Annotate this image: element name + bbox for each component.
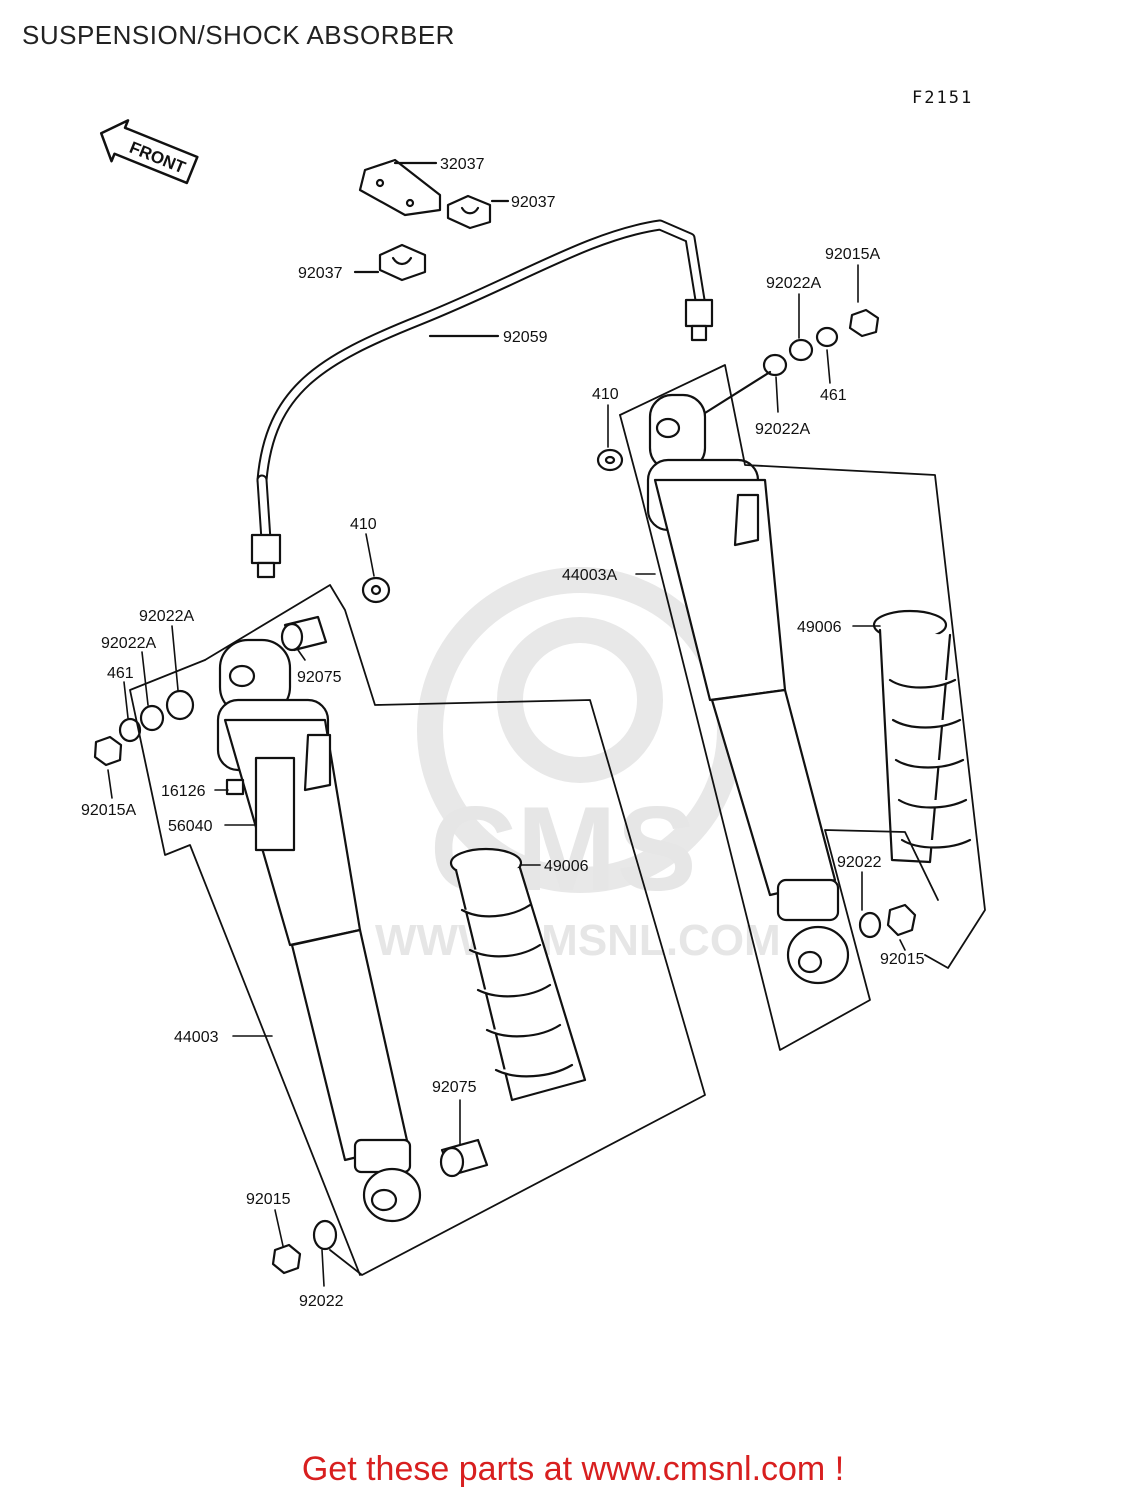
label-410-right: 410 xyxy=(592,386,619,403)
washers-nut-left-top xyxy=(93,689,195,767)
bushing-92075-bottom xyxy=(439,1138,489,1178)
label-44003: 44003 xyxy=(174,1029,219,1046)
shock-absorber-44003 xyxy=(216,638,422,1223)
label-32037: 32037 xyxy=(440,156,485,173)
label-92075-bottom: 92075 xyxy=(432,1079,477,1096)
exploded-parts-diagram: CMS WWW.CMSNL.COM FRONT xyxy=(81,119,986,1310)
label-461-right: 461 xyxy=(820,387,847,404)
figure-code: F2151 xyxy=(912,88,974,108)
washers-nut-right-bottom xyxy=(858,903,917,939)
label-92022A-left-1: 92022A xyxy=(139,608,194,625)
label-92022A-right-1: 92022A xyxy=(766,275,821,292)
washer-410-left xyxy=(361,576,391,604)
clamp-92037-lower xyxy=(378,243,427,282)
label-92022A-left-2: 92022A xyxy=(101,635,156,652)
frame-lines-right xyxy=(619,364,986,1051)
label-461-left: 461 xyxy=(107,665,134,682)
frame-lines-left xyxy=(129,584,706,1276)
label-92059: 92059 xyxy=(503,329,548,346)
screw-16126 xyxy=(225,778,245,796)
label-49006-right: 49006 xyxy=(797,619,842,636)
label-56040: 56040 xyxy=(168,818,213,835)
watermark-url: WWW.CMSNL.COM xyxy=(375,916,781,965)
bracket-32037 xyxy=(358,158,442,217)
shock-absorber-44003A xyxy=(646,393,850,985)
label-92037-upper: 92037 xyxy=(511,194,556,211)
spring-boot-49006-right xyxy=(872,609,972,864)
label-92022-right: 92022 xyxy=(837,854,882,871)
label-92015A-left: 92015A xyxy=(81,802,136,819)
label-92075-top: 92075 xyxy=(297,669,342,686)
reservoir-hose-92059 xyxy=(250,219,714,579)
label-410-left: 410 xyxy=(350,516,377,533)
label-49006-left: 49006 xyxy=(544,858,589,875)
clamp-92037-upper xyxy=(446,194,492,230)
label-92015-left: 92015 xyxy=(246,1191,291,1208)
label-92015A-right: 92015A xyxy=(825,246,880,263)
spring-boot-49006-left xyxy=(449,847,587,1102)
front-arrow-icon: FRONT xyxy=(99,119,199,185)
washer-410-right xyxy=(596,448,624,472)
promo-footer-text: Get these parts at www.cmsnl.com ! xyxy=(301,1450,845,1488)
label-92037-lower: 92037 xyxy=(298,265,343,282)
washers-nut-left-bottom xyxy=(271,1219,338,1275)
label-92015-right: 92015 xyxy=(880,951,925,968)
page-title: SUSPENSION/SHOCK ABSORBER xyxy=(22,20,455,50)
label-92022A-right-2: 92022A xyxy=(755,421,810,438)
label-16126: 16126 xyxy=(161,783,206,800)
leader-lines xyxy=(107,264,906,1287)
bushing-92075-top xyxy=(280,615,328,652)
label-92022-left: 92022 xyxy=(299,1293,344,1310)
label-44003A: 44003A xyxy=(562,567,617,584)
washers-nut-right-top xyxy=(762,308,880,377)
